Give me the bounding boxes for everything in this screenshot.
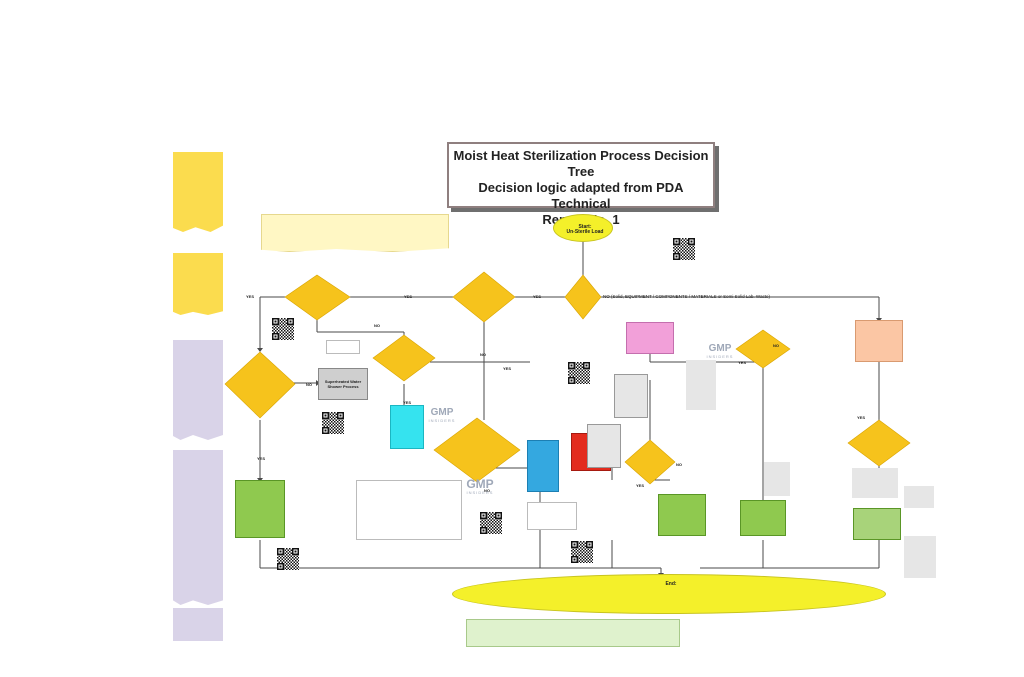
yes-label: YES (636, 483, 645, 488)
saturated-steam-cycle-note (173, 450, 223, 605)
end-node: End: (452, 574, 886, 614)
gray-note (686, 360, 716, 410)
decision-vented-container (624, 439, 676, 485)
gray-note (764, 462, 790, 496)
superheated-water-process: Superheated Water Shower Process (318, 368, 368, 400)
decision-terminal-sterilization (452, 271, 516, 323)
saturated-steam-porous-green-box (658, 494, 706, 536)
yes-label: YES (403, 400, 412, 405)
superheat-green-box (235, 480, 285, 538)
gray-note (587, 424, 621, 468)
start-node: Start: Un-Sterile Load (553, 214, 613, 242)
yes-label: YES (246, 294, 255, 299)
validation-note (173, 253, 223, 315)
qr-code (277, 548, 299, 570)
title-line-2: Decision logic adapted from PDA Technica… (478, 180, 684, 211)
yes-label: YES (738, 360, 747, 365)
qr-code (568, 362, 590, 384)
no-label: NO (773, 343, 779, 348)
cycle-validation-note (173, 608, 223, 641)
liquid-note (326, 340, 360, 354)
gmp-insiders-logo: GMP INSIDERS (466, 477, 494, 495)
decision-container-deformation (372, 334, 436, 382)
qr-code (480, 512, 502, 534)
liquid-process-note (356, 480, 462, 540)
no-path-label: NO (Solid, EQUIPMENT / COMPONENTS / MATE… (603, 294, 770, 299)
porous-solid-box (855, 320, 903, 362)
qr-code (673, 238, 695, 260)
decision-container-damage (284, 274, 351, 321)
gravity-displacement-green-box (740, 500, 786, 536)
yes-label: YES (257, 456, 266, 461)
yes-label: YES (533, 294, 542, 299)
gray-note (904, 486, 934, 508)
qr-code (272, 318, 294, 340)
yes-label: YES (503, 366, 512, 371)
no-label: NO (484, 488, 490, 493)
superheated-label: Superheated Water Shower Process (324, 379, 362, 389)
glossary-note (173, 152, 223, 232)
decision-liquid-load (564, 274, 602, 320)
qr-code (322, 412, 344, 434)
end-label: End: (665, 580, 677, 587)
no-label: NO (306, 382, 312, 387)
start-label: Start: Un-Sterile Load (566, 224, 604, 235)
saturated-steam-blue-box (527, 440, 559, 492)
saturated-steam-air-overpressure-box (390, 405, 424, 449)
gray-note (904, 536, 936, 578)
yes-label: YES (404, 294, 413, 299)
decision-pressure-sensitive (735, 329, 791, 369)
no-label: NO (676, 462, 682, 467)
annex1-requirements-note (466, 619, 680, 647)
yes-label: YES (857, 415, 866, 420)
gray-note (614, 374, 648, 418)
no-label: NO (480, 352, 486, 357)
gmp-insiders-logo: GMP INSIDERS (706, 343, 734, 360)
title-line-1: Moist Heat Sterilization Process Decisio… (453, 148, 709, 179)
decision-product-sensitive (224, 351, 296, 419)
qr-code (571, 541, 593, 563)
decision-liquid-in-container (433, 417, 521, 483)
gray-note (852, 468, 898, 498)
air-pressure-note (527, 502, 577, 530)
gmp-insiders-logo: GMP INSIDERS (428, 407, 456, 424)
no-label: NO (374, 323, 380, 328)
decision-air-removal (847, 419, 911, 467)
gravity-displacement-green-box-2 (853, 508, 901, 540)
porous-load-description-box (626, 322, 674, 354)
terminal-sterilization-note (173, 340, 223, 440)
